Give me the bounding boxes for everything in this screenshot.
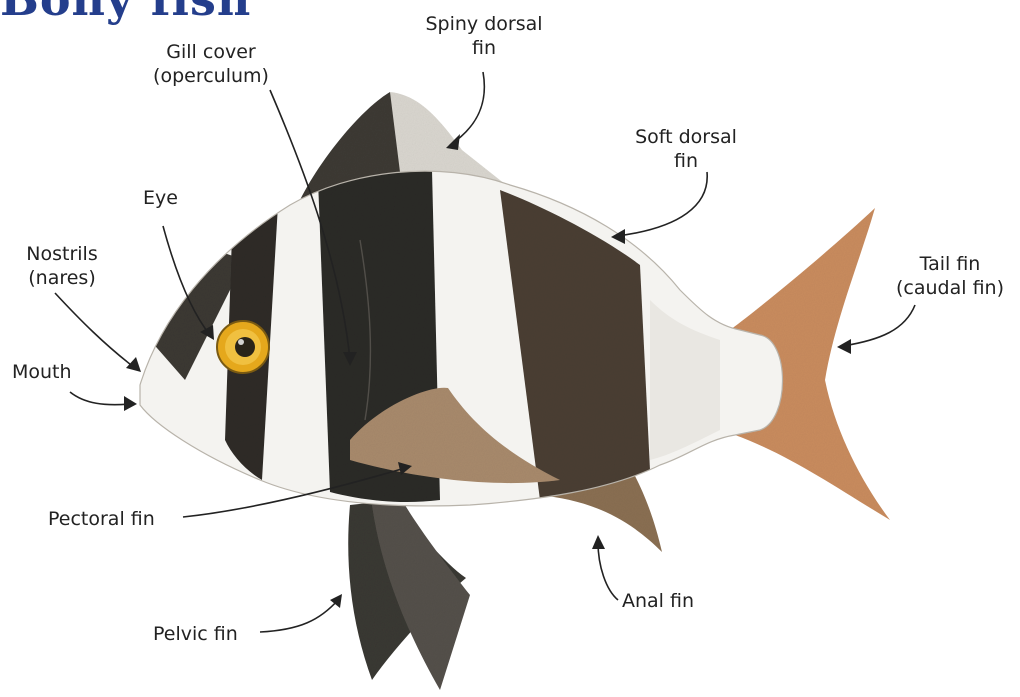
label-soft-dorsal-fin-line2: fin <box>618 149 754 173</box>
label-nostrils-line1: Nostrils <box>12 242 112 266</box>
label-tail-fin-line2: (caudal fin) <box>882 276 1018 300</box>
label-eye: Eye <box>143 186 178 210</box>
label-nostrils-line2: (nares) <box>12 266 112 290</box>
label-nostrils: Nostrils (nares) <box>12 242 112 290</box>
label-soft-dorsal-fin-line1: Soft dorsal <box>618 125 754 149</box>
label-gill-cover-line1: Gill cover <box>136 40 286 64</box>
label-spiny-dorsal-fin-line1: Spiny dorsal <box>404 12 564 36</box>
label-pectoral-fin: Pectoral fin <box>48 507 155 531</box>
label-gill-cover-line2: (operculum) <box>136 64 286 88</box>
label-soft-dorsal-fin: Soft dorsal fin <box>618 125 754 173</box>
label-spiny-dorsal-fin-line2: fin <box>404 36 564 60</box>
label-pelvic-fin: Pelvic fin <box>153 622 238 646</box>
eye-pupil <box>235 337 255 357</box>
label-anal-fin: Anal fin <box>622 589 694 613</box>
label-tail-fin-line1: Tail fin <box>882 252 1018 276</box>
label-mouth: Mouth <box>12 360 72 384</box>
label-tail-fin: Tail fin (caudal fin) <box>882 252 1018 300</box>
label-spiny-dorsal-fin: Spiny dorsal fin <box>404 12 564 60</box>
label-gill-cover: Gill cover (operculum) <box>136 40 286 88</box>
